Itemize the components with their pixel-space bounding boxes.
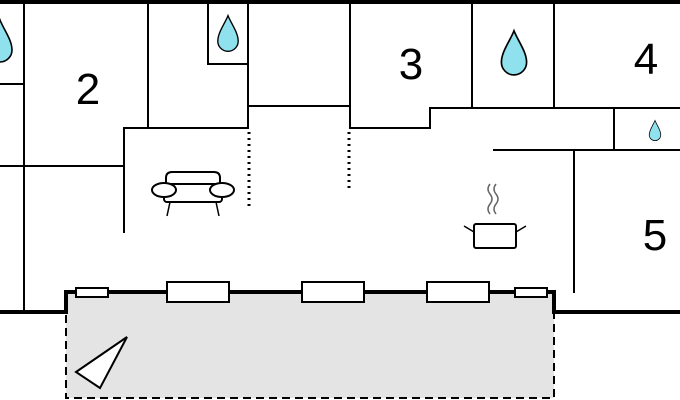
terrace-area [65, 291, 555, 399]
windows [75, 281, 548, 303]
water-drop-icon [500, 28, 528, 76]
window [514, 287, 548, 298]
sofa-icon [151, 171, 235, 217]
cooking-pot-icon [463, 183, 527, 249]
room-label-4: 4 [634, 35, 658, 84]
window [75, 287, 109, 298]
water-drop-icon [648, 119, 662, 142]
window [301, 281, 365, 303]
window [426, 281, 490, 303]
window [166, 281, 230, 303]
triangle-icon [74, 336, 128, 390]
room-label-5: 5 [643, 211, 667, 260]
room-label-2: 2 [76, 65, 100, 114]
water-drop-icon [0, 17, 13, 63]
interior-walls [0, 1, 680, 313]
water-drop-icon [217, 13, 239, 52]
room-label-3: 3 [399, 40, 423, 89]
outer-walls [0, 0, 680, 314]
